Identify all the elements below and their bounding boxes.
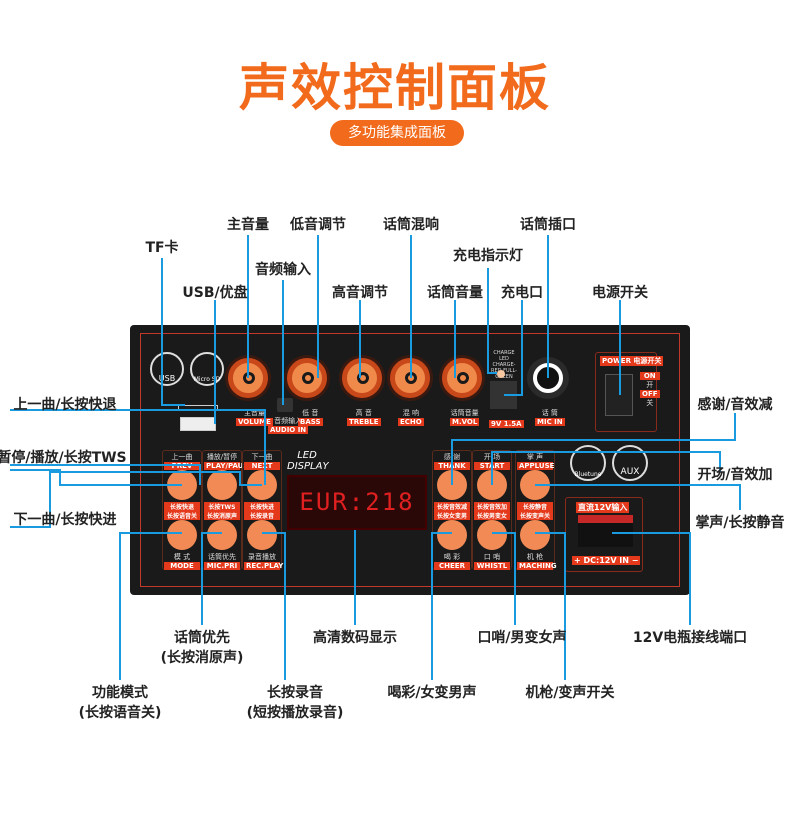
sub-label: 长按音效减长按女变男 <box>434 502 470 520</box>
subtitle-badge: 多功能集成面板 <box>330 120 464 146</box>
callout-display: 高清数码显示 <box>313 630 397 646</box>
callout-machine: 机枪/变声开关 <box>525 685 615 701</box>
callout-next: 下一曲/长按快进 <box>13 512 117 528</box>
bottom-button-3[interactable] <box>437 520 467 550</box>
bottom-button-2[interactable] <box>247 520 277 550</box>
callout-charge-led: 充电指示灯 <box>453 248 523 264</box>
bluetooth-icon: Bluetune <box>570 445 606 481</box>
callout-bass: 低音调节 <box>290 217 346 233</box>
digital-display: EUR:218 <box>287 475 427 530</box>
callout-applause: 掌声/长按静音 <box>695 515 785 531</box>
callout-cheer: 喝彩/女变男声 <box>387 685 477 701</box>
bottom-button-5[interactable] <box>520 520 550 550</box>
treble-knob[interactable] <box>342 358 382 398</box>
callout-mic-echo: 话筒混响 <box>383 217 439 233</box>
mic-volume-knob[interactable] <box>442 358 482 398</box>
charge-spec-label: 9V 1.5A <box>489 420 524 428</box>
callout-main-volume: 主音量 <box>227 217 269 233</box>
sub-label: 长按快进长按录音 <box>244 502 280 520</box>
bass-knob[interactable] <box>287 358 327 398</box>
callout-power: 电源开关 <box>592 285 648 301</box>
aux-icon: AUX <box>612 445 648 481</box>
callout-prev: 上一曲/长按快退 <box>13 397 117 413</box>
bottom-button-0[interactable] <box>167 520 197 550</box>
dc-spec: + DC:12V IN − <box>572 556 641 565</box>
callout-record: 长按录音(短按播放录音) <box>246 685 344 721</box>
battery-terminal[interactable] <box>578 515 633 547</box>
led-display-logo: LED DISPLAY <box>287 450 329 472</box>
callout-battery-port: 12V电瓶接线端口 <box>632 630 748 646</box>
page-title: 声效控制面板 <box>239 59 551 117</box>
callout-tf-card: TF卡 <box>145 240 179 256</box>
sd-card-icon: Micro SD <box>190 352 224 386</box>
audio-in-jack[interactable] <box>277 398 293 412</box>
sub-label: 长按音效加长按男变女 <box>474 502 510 520</box>
callout-mic-priority: 话筒优先(长按消原声) <box>160 630 244 666</box>
callout-start: 开场/音效加 <box>697 467 773 483</box>
bottom-button-1[interactable] <box>207 520 237 550</box>
sub-label: 长按快退长按语音关 <box>164 502 200 520</box>
callout-play: 暂停/播放/长按TWS <box>0 450 127 466</box>
callout-charge-port: 充电口 <box>501 285 543 301</box>
callout-treble: 高音调节 <box>332 285 388 301</box>
callout-usb: USB/优盘 <box>182 285 248 301</box>
callout-mic-volume: 话筒音量 <box>427 285 483 301</box>
sub-label: 长按静音长按变声关 <box>517 502 553 520</box>
callout-mode: 功能模式(长按语音关) <box>78 685 162 721</box>
bottom-button-4[interactable] <box>477 520 507 550</box>
power-label: POWER 电源开关 <box>600 356 664 366</box>
dc-title: 直流12V输入 <box>576 502 630 513</box>
charge-led <box>497 370 505 378</box>
callout-whistle: 口哨/男变女声 <box>477 630 567 646</box>
callout-mic-jack: 话筒插口 <box>520 217 576 233</box>
top-button-1[interactable] <box>207 470 237 500</box>
usb-port-icon: USB <box>150 352 184 386</box>
callout-audio-input: 音频输入 <box>255 262 311 278</box>
callout-thank: 感谢/音效减 <box>697 397 773 413</box>
